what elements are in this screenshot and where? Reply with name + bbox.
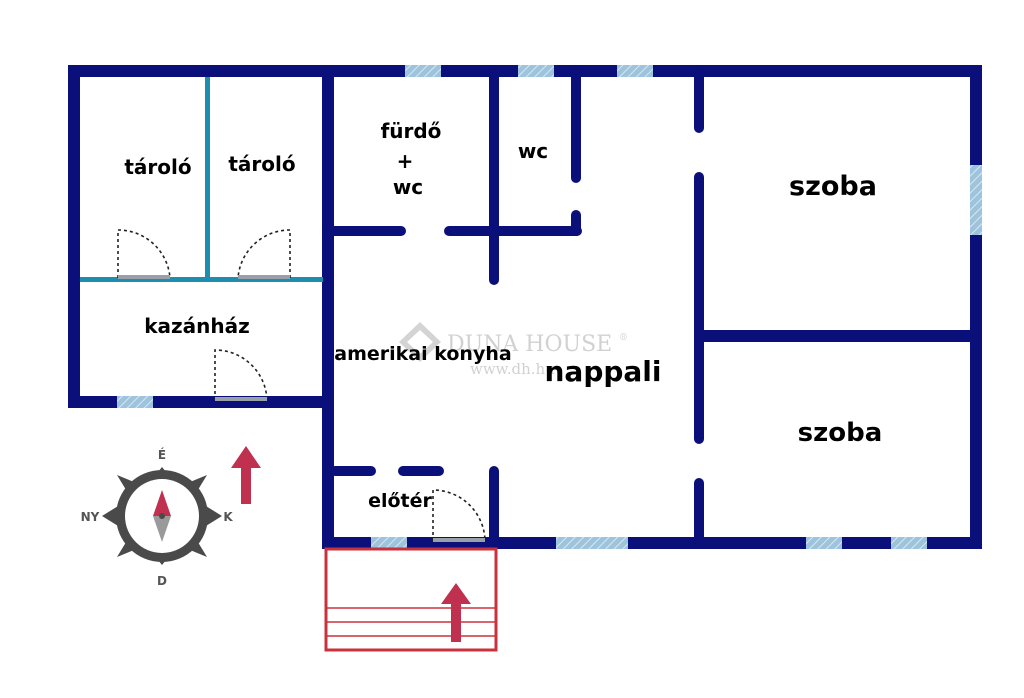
- room-label-room-bottom: szoba: [798, 418, 883, 448]
- watermark-url: www.dh.hu: [470, 360, 555, 378]
- entrance-steps: [324, 547, 498, 652]
- room-label-kitchen: amerikai konyha: [334, 343, 511, 365]
- door-hall: [432, 489, 486, 542]
- room-label-room-top: szoba: [789, 171, 877, 202]
- entrance-arrow-icon: [441, 583, 471, 642]
- room-label-storage-left: tároló: [124, 155, 191, 179]
- compass-south-label: D: [157, 574, 167, 588]
- watermark: DUNA HOUSE ® www.dh.hu: [399, 322, 628, 378]
- room-label-boiler: kazánház: [144, 314, 250, 338]
- compass-west-label: NY: [81, 510, 100, 524]
- windows: [117, 65, 982, 549]
- doors: [117, 229, 486, 542]
- watermark-registered: ®: [619, 333, 628, 343]
- room-label-hall: előtér: [368, 490, 432, 512]
- door-sills: [118, 275, 485, 542]
- compass-east-label: K: [223, 510, 233, 524]
- room-label-storage-right: tároló: [228, 152, 295, 176]
- duna-house-logo-icon: [399, 322, 441, 362]
- door-storage-right: [237, 229, 291, 279]
- watermark-brand: DUNA HOUSE: [447, 332, 612, 357]
- room-label-toilet: wc: [518, 139, 548, 163]
- door-storage-left: [117, 229, 171, 279]
- door-boiler: [214, 349, 268, 401]
- compass-needle-south-icon: [153, 516, 171, 542]
- room-label-bathroom: fürdő: [381, 119, 442, 143]
- direction-arrow-icon: [231, 446, 261, 504]
- room-label-bathroom-plus: +: [397, 149, 414, 173]
- compass: É K D NY: [81, 447, 234, 588]
- interior-walls: [322, 65, 982, 548]
- room-label-living: nappali: [544, 355, 661, 388]
- room-labels: tároló tároló fürdő + wc wc szoba kazánh…: [124, 119, 882, 512]
- room-label-bathroom-wc: wc: [393, 175, 423, 199]
- partition-walls: [80, 77, 323, 282]
- compass-north-label: É: [158, 447, 166, 462]
- compass-needle-north-icon: [153, 490, 171, 516]
